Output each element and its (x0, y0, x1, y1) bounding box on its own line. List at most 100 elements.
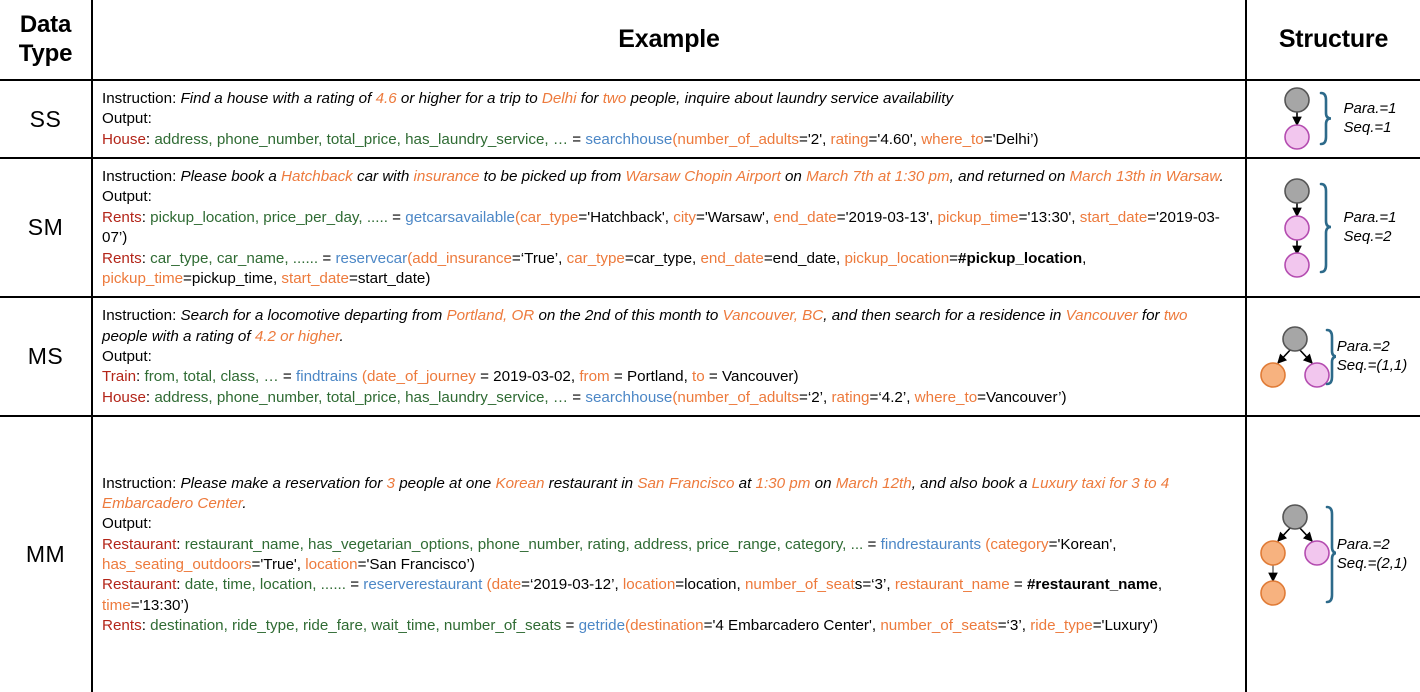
row-example-cell-ms: Instruction: Search for a locomotive dep… (91, 296, 1247, 418)
instruction-text: Search for a locomotive departing from P… (102, 307, 1187, 344)
text-segment: findtrains (296, 368, 358, 386)
text-segment: destination (630, 617, 704, 635)
data-type-label-ms: MS (27, 343, 64, 370)
text-segment: end_date (773, 208, 837, 226)
text-segment: people at one (394, 474, 496, 492)
instruction-line: Instruction: Please make a reservation f… (102, 474, 1237, 515)
text-segment: or higher for a trip to (396, 90, 542, 107)
text-segment: restaurant in (544, 474, 638, 492)
text-segment: = (949, 249, 959, 267)
text-segment: start_date (281, 269, 349, 287)
text-segment: = (863, 535, 881, 553)
structure-diagram-ss: Para.=1 Seq.=1 (1247, 85, 1420, 153)
text-segment: San Francisco (637, 474, 735, 492)
structure-graph-ss (1283, 87, 1331, 150)
structure-para-ss: Para.=1 (1343, 100, 1397, 118)
node-orange (1259, 579, 1286, 606)
text-segment: = Portland, (609, 368, 693, 386)
text-segment: s=‘3’, (854, 576, 895, 594)
text-segment: ='2019-03-07’) (102, 208, 1220, 247)
text-segment: = (568, 130, 586, 148)
text-segment: at (734, 474, 756, 492)
structure-seq-ss: Seq.=1 (1343, 119, 1392, 137)
row-structure-cell-sm: Para.=1 Seq.=2 (1245, 157, 1420, 299)
header-cell-data-type: Data Type (0, 0, 93, 81)
text-segment: ( (515, 208, 521, 226)
text-segment: Portland, OR (446, 307, 535, 325)
output-label: Output: (102, 188, 152, 206)
node-root-gray (1283, 177, 1310, 204)
text-segment: 4.2 or higher (254, 327, 340, 345)
text-segment: date, time, location, ...... (184, 576, 346, 594)
output-line: Train: from, total, class, … = findtrain… (102, 367, 1237, 387)
text-segment: , (1157, 576, 1163, 594)
node-pink (1303, 361, 1330, 388)
brace-icon (1325, 328, 1336, 385)
brace-icon (1319, 182, 1331, 273)
text-segment: address, phone_number, total_price, has_… (154, 130, 569, 148)
text-segment: to (692, 368, 705, 386)
text-segment: ( (625, 617, 631, 635)
text-segment: ='2019-03-13', (836, 208, 938, 226)
text-segment: ( (482, 576, 492, 594)
text-segment: Korean (495, 474, 545, 492)
text-segment: House (102, 388, 146, 406)
text-segment: Restaurant (102, 535, 177, 553)
text-segment: end_date (700, 249, 764, 267)
text-segment: = (387, 208, 406, 226)
text-segment: Please make a reservation for (180, 474, 387, 492)
text-segment: . (1219, 168, 1224, 186)
text-segment: ='Korean', (1048, 535, 1117, 553)
text-segment: car with (352, 168, 414, 186)
text-segment: #restaurant_name (1026, 576, 1158, 594)
text-segment: : (136, 368, 145, 386)
text-segment: Vancouver (1065, 307, 1138, 325)
data-type-label-sm: SM (27, 214, 64, 241)
structure-label-ss: Para.=1 Seq.=1 (1344, 100, 1397, 138)
text-segment: getride (578, 617, 626, 635)
instruction-label: Instruction: (102, 90, 177, 107)
structure-seq-mm: Seq.=(2,1) (1336, 554, 1408, 572)
text-segment: : (145, 388, 155, 406)
text-segment: , and returned on (949, 168, 1070, 186)
text-segment: getcarsavailable (405, 208, 516, 226)
text-segment: has_seating_outdoors (102, 556, 252, 574)
text-segment: =‘2019-03-12’, (521, 576, 623, 594)
node-root-gray (1283, 87, 1310, 113)
example-content-ss: Instruction: Find a house with a rating … (102, 88, 1237, 150)
structure-diagram-ms: Para.=2 Seq.=(1,1) (1247, 321, 1420, 393)
text-segment: = (561, 617, 579, 635)
text-segment: number_of_seat (744, 576, 855, 594)
output-line: House: address, phone_number, total_pric… (102, 130, 1237, 150)
text-segment: : (176, 576, 185, 594)
header-example-label: Example (618, 24, 720, 53)
header-cell-example: Example (91, 0, 1247, 81)
text-segment: . (242, 494, 247, 512)
text-segment: people, inquire about laundry service av… (626, 90, 954, 107)
instruction-text: Please book a Hatchback car with insuran… (181, 168, 1224, 185)
structure-seq-ms: Seq.=(1,1) (1336, 356, 1408, 374)
row-data-type-cell-ms: MS (0, 296, 93, 418)
text-segment: ='13:30’) (130, 596, 189, 614)
text-segment: Delhi (541, 90, 577, 107)
text-segment: location (622, 576, 676, 594)
text-segment: pickup_location (844, 249, 950, 267)
text-segment: Train (102, 368, 137, 386)
text-segment: Find a house with a rating of (180, 90, 376, 107)
text-segment: where_to (914, 388, 978, 406)
table-row: MS Instruction: Search for a locomotive … (0, 296, 1420, 418)
text-segment: number_of_adults (677, 130, 799, 148)
text-segment: 1:30 pm (755, 474, 811, 492)
text-segment: = (1009, 576, 1027, 594)
structure-para-sm: Para.=1 (1343, 208, 1397, 226)
text-segment: searchhouse (585, 130, 673, 148)
text-segment: ( (981, 535, 991, 553)
data-type-label-mm: MM (25, 541, 66, 568)
text-segment: pickup_location, price_per_day, ..... (150, 208, 388, 226)
text-segment: destination, ride_type, ride_fare, wait_… (150, 617, 562, 635)
structure-diagram-sm: Para.=1 Seq.=2 (1247, 176, 1420, 280)
structure-para-ms: Para.=2 (1336, 337, 1390, 355)
text-segment: ='Luxury') (1092, 617, 1158, 635)
text-segment: findrestaurants (880, 535, 982, 553)
